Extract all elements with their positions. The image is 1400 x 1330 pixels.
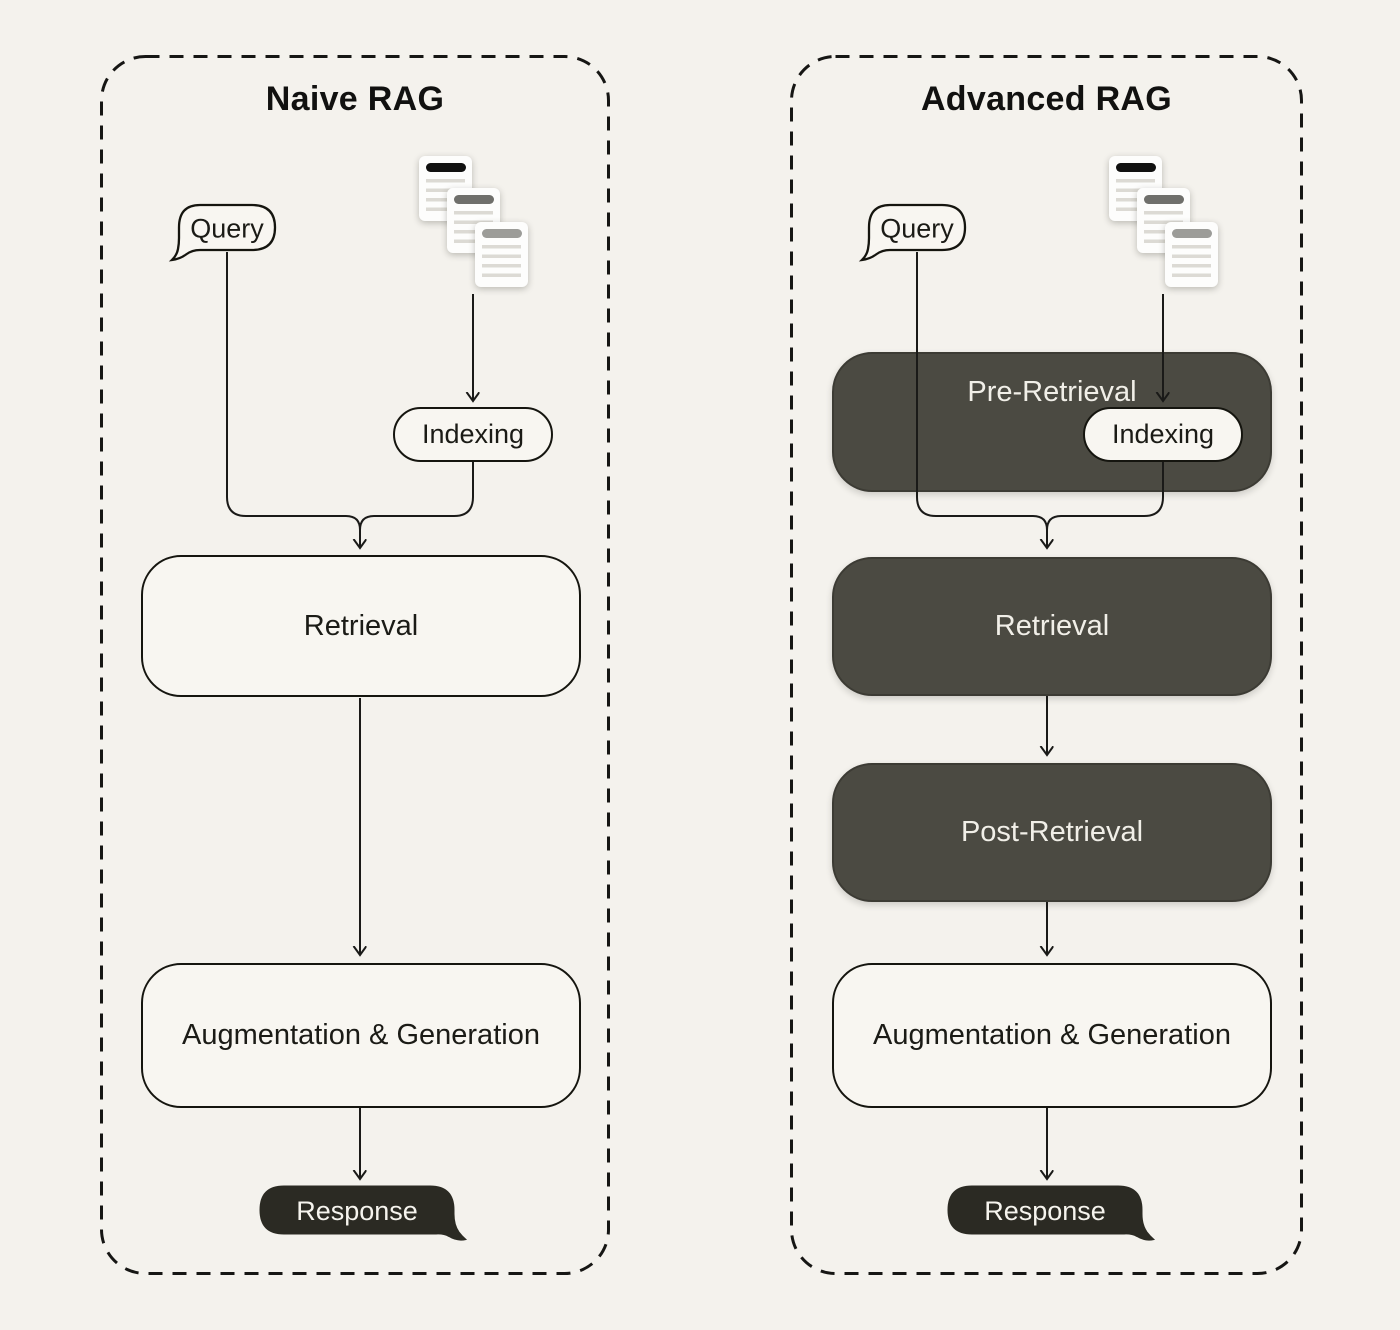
- response-bubble: Response: [947, 1185, 1156, 1241]
- documents-stack-icon: [419, 156, 537, 288]
- edge-indexing-to-merge: [359, 462, 474, 531]
- naive-rag-title: Naive RAG: [265, 80, 445, 118]
- pre-retrieval-label: Pre-Retrieval: [967, 376, 1137, 408]
- document-text-lines: [482, 245, 521, 281]
- augmentation-generation-label: Augmentation & Generation: [182, 1019, 540, 1051]
- response-bubble-shape: [947, 1185, 1156, 1241]
- augmentation-generation-label: Augmentation & Generation: [873, 1019, 1231, 1051]
- query-bubble-outline: [858, 203, 967, 262]
- query-label: Query: [880, 214, 954, 244]
- document-title-bar: [1144, 195, 1184, 204]
- document-title-bar: [426, 163, 466, 172]
- augmentation-generation-node: Augmentation & Generation: [832, 963, 1272, 1108]
- advanced-rag-title: Advanced RAG: [920, 80, 1173, 118]
- indexing-label: Indexing: [421, 419, 525, 449]
- retrieval-node: Retrieval: [832, 557, 1272, 696]
- post-retrieval-node: Post-Retrieval: [832, 763, 1272, 902]
- document-title-bar: [454, 195, 494, 204]
- retrieval-node: Retrieval: [141, 555, 581, 697]
- response-bubble: Response: [259, 1185, 468, 1241]
- indexing-node: Indexing: [1083, 407, 1243, 462]
- response-bubble-shape: [259, 1185, 468, 1241]
- response-label: Response: [984, 1196, 1106, 1226]
- document-title-bar: [482, 229, 522, 238]
- document-title-bar: [1172, 229, 1212, 238]
- indexing-label: Indexing: [1111, 419, 1215, 449]
- document-icon: [475, 222, 528, 287]
- augmentation-generation-node: Augmentation & Generation: [141, 963, 581, 1108]
- edge-query-to-merge: [226, 252, 361, 531]
- indexing-node: Indexing: [393, 407, 553, 462]
- query-bubble: Query: [168, 203, 277, 262]
- document-icon: [1165, 222, 1218, 287]
- document-title-bar: [1116, 163, 1156, 172]
- document-text-lines: [1172, 245, 1211, 281]
- query-label: Query: [190, 214, 264, 244]
- query-bubble: Query: [858, 203, 967, 262]
- retrieval-label: Retrieval: [303, 609, 419, 642]
- response-label: Response: [296, 1196, 418, 1226]
- post-retrieval-label: Post-Retrieval: [960, 816, 1144, 848]
- query-bubble-outline: [168, 203, 277, 262]
- documents-stack-icon: [1109, 156, 1227, 288]
- retrieval-label: Retrieval: [994, 610, 1110, 642]
